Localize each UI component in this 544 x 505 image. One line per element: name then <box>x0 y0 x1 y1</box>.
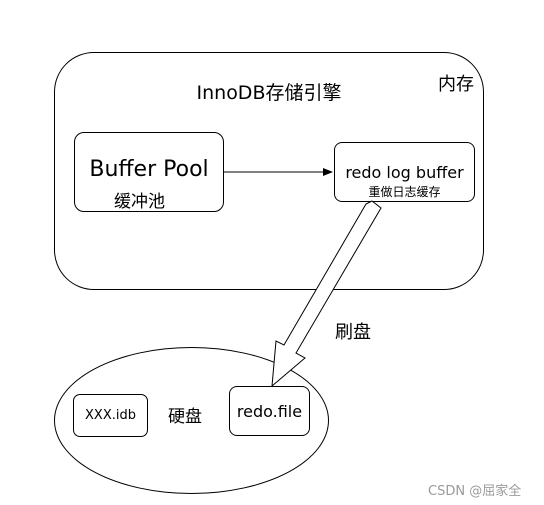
disk-label: 硬盘 <box>168 407 202 427</box>
flush-arrow <box>271 200 382 388</box>
buffer-pool-box <box>74 132 224 212</box>
data-file-label: XXX.idb <box>85 408 136 423</box>
redo-file-label: redo.file <box>236 402 303 421</box>
memory-region <box>54 52 484 290</box>
engine-title: InnoDB存储引擎 <box>196 82 342 104</box>
watermark: CSDN @屈家全 <box>428 484 522 499</box>
flush-label: 刷盘 <box>335 322 371 343</box>
buffer-pool-title: Buffer Pool <box>89 157 209 182</box>
redo-log-buffer-title: redo log buffer <box>345 163 464 182</box>
redo-log-buffer-subtitle: 重做日志缓存 <box>368 185 441 199</box>
redo-file-box <box>229 386 310 436</box>
disk-region <box>54 347 329 494</box>
data-file-box <box>73 394 148 437</box>
redo-log-buffer-box <box>334 142 475 202</box>
memory-label: 内存 <box>438 74 474 95</box>
buffer-pool-subtitle: 缓冲池 <box>114 192 165 212</box>
